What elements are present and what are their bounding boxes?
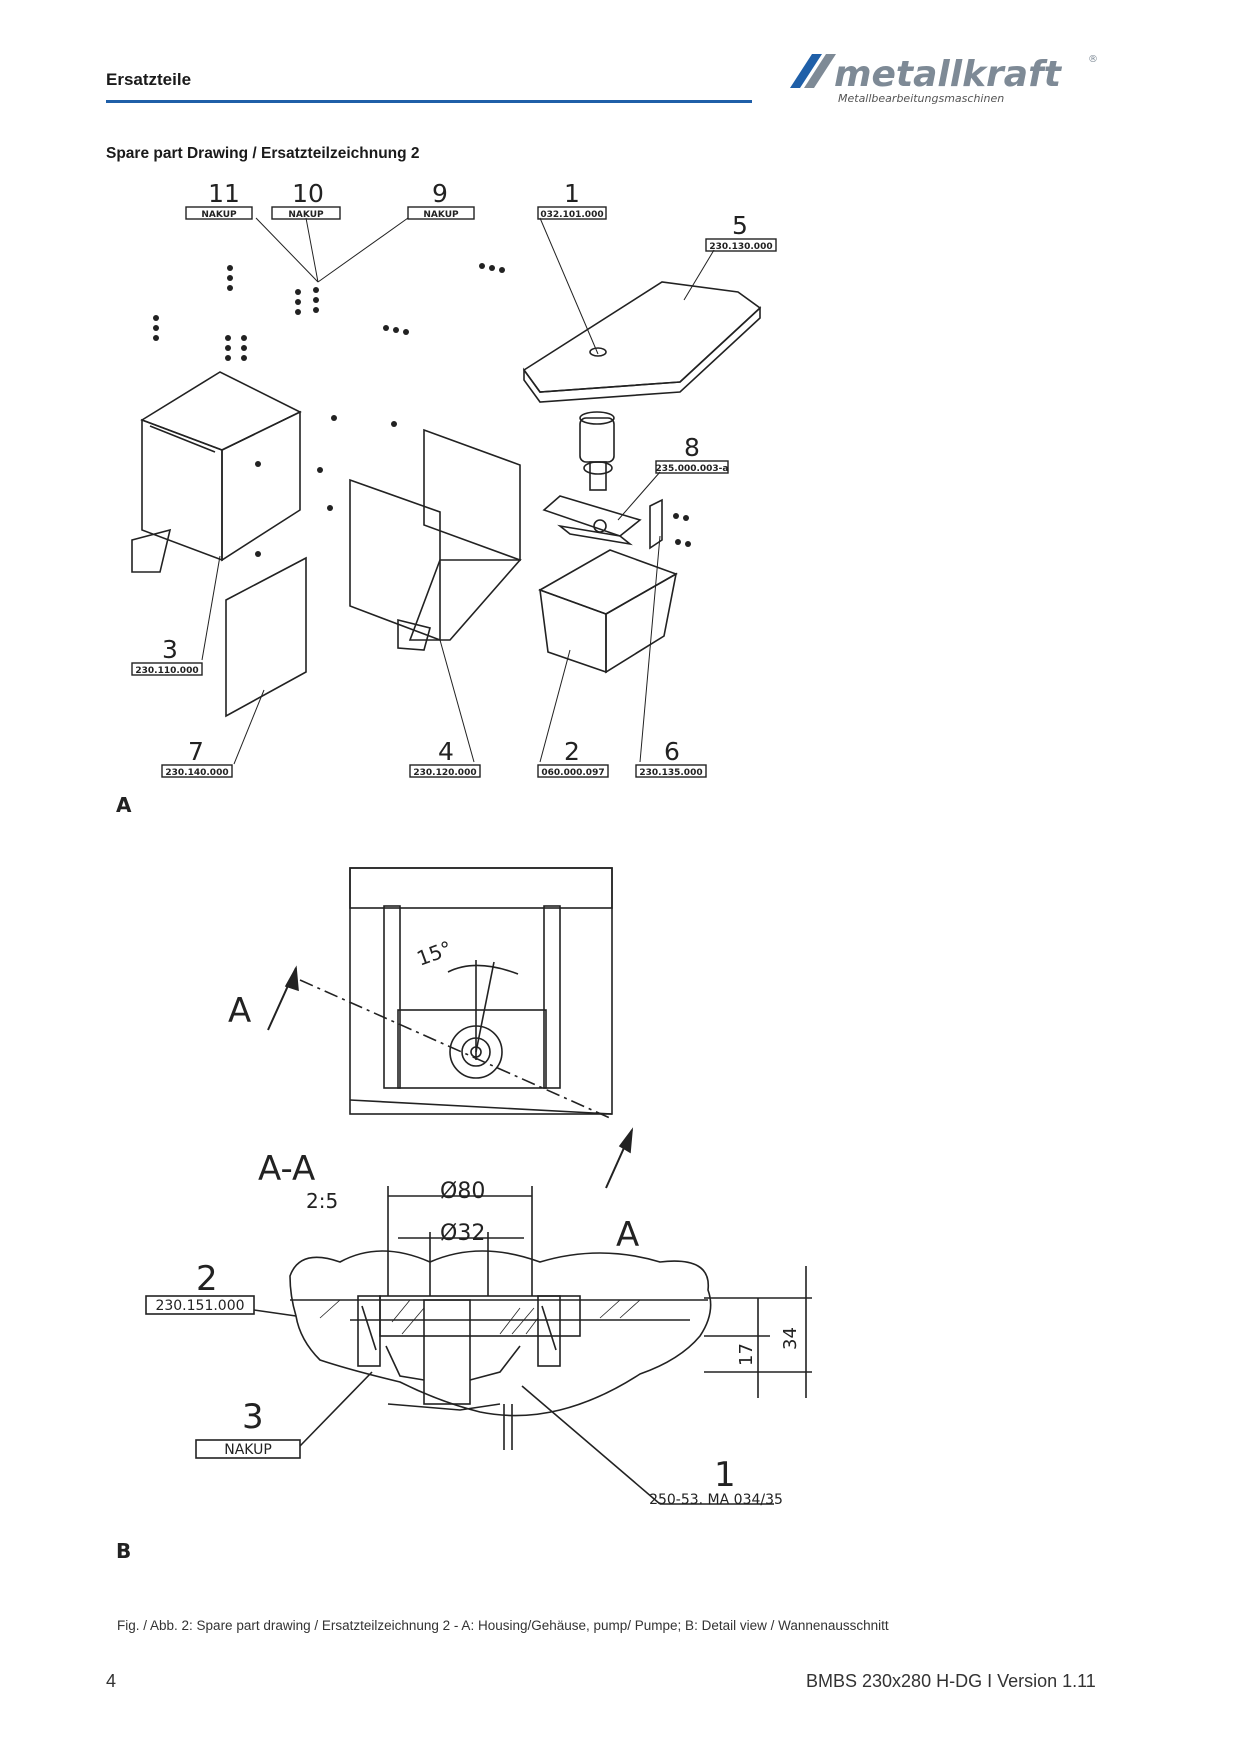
dim-inner: Ø32 (440, 1221, 485, 1246)
cabinet-left (131, 371, 302, 573)
callout-a-1-code: 032.101.000 (540, 210, 603, 220)
header-title: Ersatzteile (106, 70, 192, 89)
callout-a-11-code: NAKUP (201, 210, 237, 220)
page-number: 4 (106, 1671, 117, 1691)
callout-a-10-number: 10 (292, 179, 324, 208)
callout-a-8-number: 8 (684, 433, 700, 462)
section-view-label: A-A (258, 1149, 315, 1189)
callout-a-5-code: 230.130.000 (709, 242, 772, 252)
section-marker-left: A (228, 991, 251, 1031)
top-view (267, 867, 634, 1189)
callout-a-7-number: 7 (188, 737, 204, 766)
logo-text: metallkraft (834, 54, 1063, 95)
callout-a-9-code: NAKUP (423, 210, 459, 220)
callout-a-5-number: 5 (732, 211, 748, 240)
callout-b-3-number: 3 (242, 1397, 264, 1437)
callout-a-2-code: 060.000.097 (541, 768, 604, 778)
coolant-tank (538, 549, 678, 674)
callout-b-1-code: 250-53. MA 034/35 (649, 1492, 783, 1508)
latch-plate (649, 498, 663, 550)
header-rule (106, 100, 752, 103)
callout-a-3-number: 3 (162, 635, 178, 664)
callout-a-6-number: 6 (664, 737, 680, 766)
callout-a-2-number: 2 (564, 737, 580, 766)
top-tray (522, 281, 762, 403)
document-reference: BMBS 230x280 H-DG I Version 1.11 (806, 1671, 1096, 1691)
logo-mark-icon (790, 54, 836, 88)
callout-a-8-code: 235.000.003-a (655, 464, 728, 474)
callout-a-4-number: 4 (438, 737, 454, 766)
callout-a-7-code: 230.140.000 (165, 768, 228, 778)
callout-b-2-code: 230.151.000 (155, 1298, 244, 1314)
logo-tagline: Metallbearbeitungsmaschinen (838, 92, 1004, 105)
callout-b-3-code: NAKUP (224, 1442, 272, 1458)
pump (579, 411, 615, 491)
figure-letter-b: B (116, 1539, 131, 1563)
callout-a-11-number: 11 (208, 179, 240, 208)
section-title: Spare part Drawing / Ersatzteilzeichnung… (106, 145, 420, 162)
dim-17: 17 (736, 1343, 757, 1366)
figure-caption: Fig. / Abb. 2: Spare part drawing / Ersa… (117, 1618, 889, 1633)
callout-a-9-number: 9 (432, 179, 448, 208)
callout-boxes-a (131, 206, 777, 778)
door-panel (225, 556, 307, 718)
dim-outer: Ø80 (440, 1179, 485, 1204)
callout-a-6-code: 230.135.000 (639, 768, 702, 778)
callout-a-4-code: 230.120.000 (413, 768, 476, 778)
callout-b-1-number: 1 (714, 1455, 736, 1495)
callout-b-2-number: 2 (196, 1259, 218, 1299)
callout-a-3-code: 230.110.000 (135, 666, 198, 676)
section-marker-right: A (616, 1215, 639, 1255)
hatching (319, 1299, 641, 1335)
dim-34: 34 (780, 1327, 801, 1350)
metallkraft-logo: metallkraft ® Metallbearbeitungsmaschine… (790, 54, 1098, 105)
pump-bracket (542, 495, 642, 546)
figure-letter-a: A (116, 793, 132, 817)
section-view (253, 1186, 812, 1505)
leaders-a (201, 217, 715, 765)
spare-part-drawing: 11 10 9 1 5 8 3 7 4 2 6 NAKUP NAKUP NAKU… (116, 179, 812, 1563)
logo-registered: ® (1088, 54, 1098, 65)
callout-a-1-number: 1 (564, 179, 580, 208)
screws (153, 263, 691, 557)
angle-label: 15° (414, 936, 456, 971)
cabinet-right (349, 428, 522, 651)
callout-a-10-code: NAKUP (288, 210, 324, 220)
section-scale: 2:5 (306, 1189, 338, 1213)
